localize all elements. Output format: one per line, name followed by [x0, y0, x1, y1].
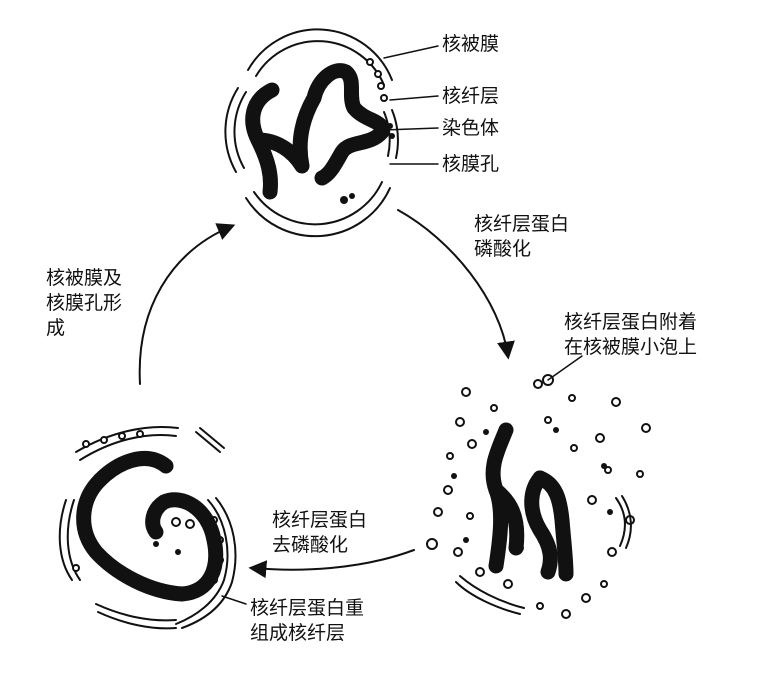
interphase-nucleus	[224, 28, 399, 238]
chromosome-left-upper	[92, 451, 174, 488]
telophase-nucleus	[58, 426, 237, 630]
arrow-dephosphorylation	[248, 549, 415, 579]
mitotic-nucleus	[426, 374, 651, 619]
label-reassembly: 核纤层蛋白重 组成核纤层	[250, 597, 365, 644]
lamina-dots-right	[451, 427, 613, 543]
label-envelope-formation: 核被膜及 核膜孔形 成	[46, 267, 123, 339]
arrow-phosphorylation	[397, 209, 515, 360]
label-nuclear-envelope: 核被膜	[442, 33, 500, 55]
label-phosphorylation: 核纤层蛋白 磷酸化	[474, 213, 570, 260]
label-chromosome: 染色体	[442, 117, 500, 139]
chromosome-left	[76, 472, 224, 602]
nuclear-lamina-granules-top	[340, 58, 395, 204]
label-nuclear-lamina: 核纤层	[442, 85, 500, 107]
label-attached-to-vesicles: 核纤层蛋白附着 在核被膜小泡上	[564, 311, 698, 358]
leader-lines	[221, 45, 583, 605]
envelope-fragments-right	[455, 495, 632, 615]
envelope-segments-left	[58, 426, 237, 630]
label-dephosphorylation: 核纤层蛋白 去磷酸化	[272, 509, 368, 556]
chromosome-top	[245, 63, 390, 200]
label-nuclear-pore: 核膜孔	[442, 153, 500, 175]
arrow-envelope-formation	[138, 223, 236, 385]
chromosomes-right	[485, 422, 574, 582]
